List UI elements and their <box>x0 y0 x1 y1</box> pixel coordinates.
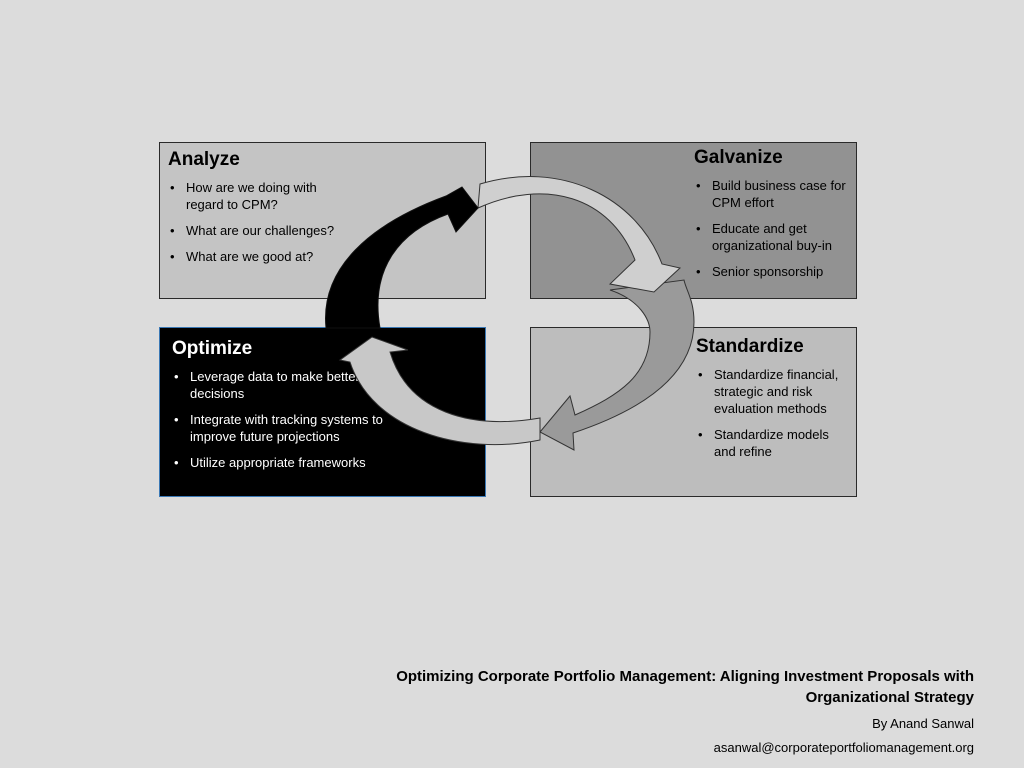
arrow-analyze-to-galvanize <box>477 176 682 293</box>
analyze-bullet: What are we good at? <box>168 248 348 265</box>
analyze-content: Analyze How are we doing with regard to … <box>168 149 348 274</box>
optimize-bullet-list: Leverage data to make better decisions I… <box>172 368 402 471</box>
optimize-bullet: Integrate with tracking systems to impro… <box>172 411 402 445</box>
optimize-bullet: Utilize appropriate frameworks <box>172 454 402 471</box>
analyze-bullet-list: How are we doing with regard to CPM? Wha… <box>168 179 348 265</box>
arrow-galvanize-to-standardize <box>539 279 695 451</box>
galvanize-box: Galvanize Build business case for CPM ef… <box>530 142 857 299</box>
arrow-standardize-to-optimize <box>338 336 541 446</box>
standardize-bullet-list: Standardize financial, strategic and ris… <box>696 366 854 460</box>
author-email: asanwal@corporateportfoliomanagement.org <box>713 740 974 755</box>
standardize-bullet: Standardize models and refine <box>696 426 854 460</box>
optimize-content: Optimize Leverage data to make better de… <box>172 338 402 480</box>
analyze-bullet: What are our challenges? <box>168 222 348 239</box>
galvanize-title: Galvanize <box>694 147 783 168</box>
galvanize-bullet-list: Build business case for CPM effort Educa… <box>694 177 854 280</box>
galvanize-bullet: Educate and get organizational buy-in <box>694 220 854 254</box>
optimize-title: Optimize <box>172 338 253 359</box>
analyze-bullet: How are we doing with regard to CPM? <box>168 179 348 213</box>
galvanize-bullet: Build business case for CPM effort <box>694 177 854 211</box>
optimize-bullet: Leverage data to make better decisions <box>172 368 402 402</box>
standardize-content: Standardize Standardize financial, strat… <box>696 336 854 469</box>
galvanize-bullet: Senior sponsorship <box>694 263 854 280</box>
footer: Optimizing Corporate Portfolio Managemen… <box>374 666 974 755</box>
analyze-title: Analyze <box>168 149 240 170</box>
galvanize-content: Galvanize Build business case for CPM ef… <box>694 147 854 289</box>
arrow-optimize-to-analyze <box>325 186 479 329</box>
author-line: By Anand Sanwal <box>872 716 974 731</box>
presentation-title: Optimizing Corporate Portfolio Managemen… <box>396 668 974 706</box>
standardize-bullet: Standardize financial, strategic and ris… <box>696 366 854 417</box>
standardize-title: Standardize <box>696 336 804 357</box>
